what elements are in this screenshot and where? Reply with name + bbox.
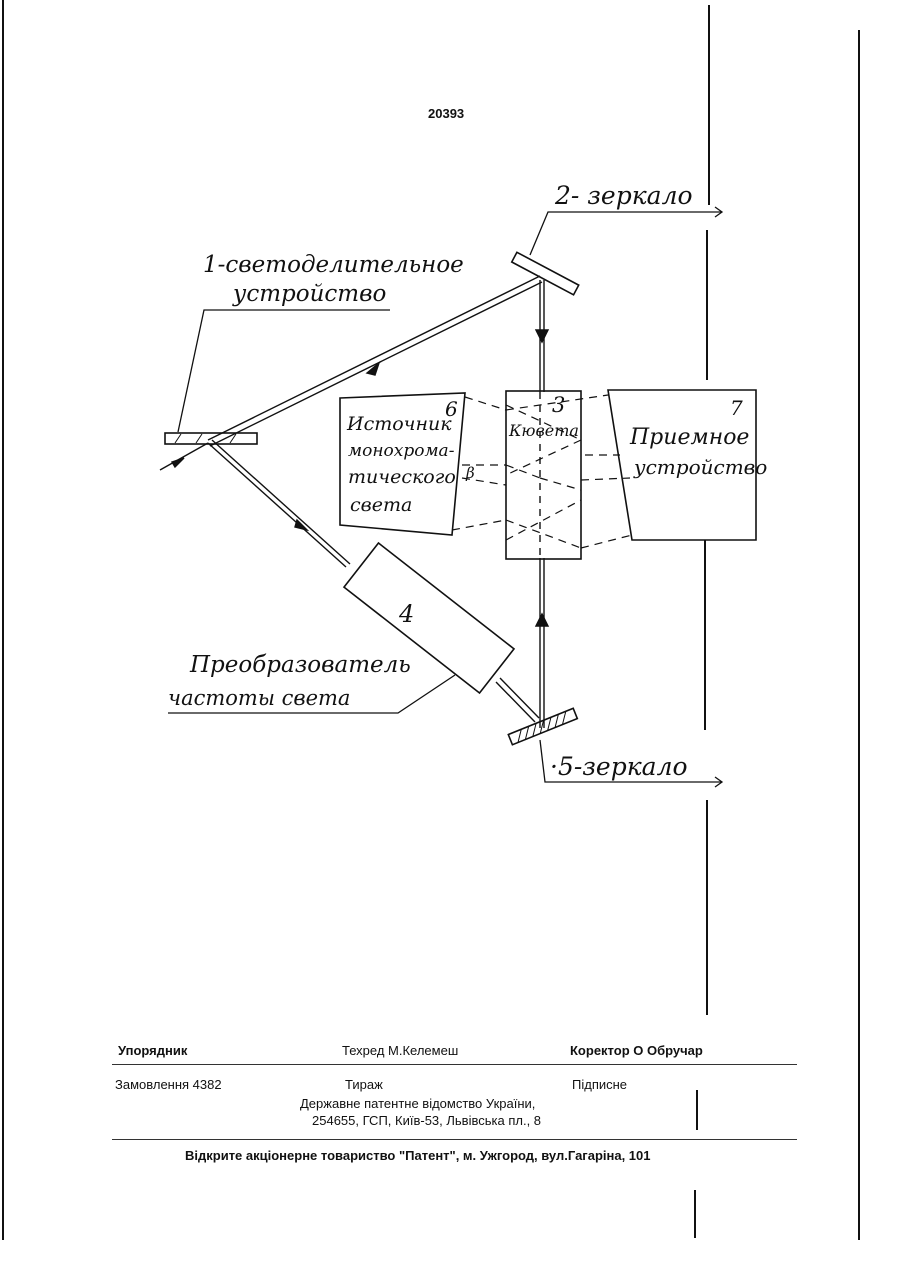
label-beta: β [465,464,475,482]
label-mirror-2: 2- зеркало [554,181,693,210]
leader-mirror2 [530,212,722,255]
label-beam-splitter-line1: 1-светоделительное [203,252,464,278]
footer-circulation: Тираж [345,1077,383,1092]
footer-rule-top [112,1064,797,1065]
incoming-beam [160,443,208,470]
label-source-line1: Источник [346,413,452,435]
label-source-line3: тического [348,466,456,488]
label-converter-number: 4 [398,600,414,628]
optical-scheme-diagram: 1-светоделительное устройство 2- зеркало… [0,0,900,1000]
mirror-5-plate [508,708,577,744]
mirror-2-plate [512,252,579,295]
label-source-line4: света [350,494,412,516]
footer-techred: Техред М.Келемеш [342,1043,458,1058]
beam-splitter-to-converter [208,443,346,567]
footer-printer: Відкрите акціонерне товариство "Патент",… [185,1148,651,1163]
right-margin-line [694,1190,696,1238]
label-source-line2: монохрома- [348,441,455,461]
footer-rule-bottom [112,1139,797,1140]
footer-compiler: Упорядник [118,1043,187,1058]
label-receiver-line1: Приемное [629,425,749,450]
label-converter-line2: частоты света [168,686,350,710]
label-mirror-5: ·5-зеркало [550,752,688,781]
beam-converter-to-mirror5 [496,682,535,722]
label-cuvette-number: 3 [552,393,565,417]
footer-office-line2: 254655, ГСП, Київ-53, Львівська пл., 8 [312,1113,541,1128]
footer-order: Замовлення 4382 [115,1077,222,1092]
label-converter-line1: Преобразователь [189,652,411,678]
label-beam-splitter-line2: устройство [232,281,386,307]
cuvette-box [506,391,581,559]
label-cuvette: Кювета [508,421,579,440]
footer-office-line1: Державне патентне відомство України, [300,1096,535,1111]
label-receiver-line2: устройство [633,455,767,479]
right-margin-line [696,1090,698,1130]
label-receiver-number: 7 [730,396,743,420]
footer-corrector: Коректор О Обручар [570,1043,703,1058]
footer-signed: Підписне [572,1077,627,1092]
